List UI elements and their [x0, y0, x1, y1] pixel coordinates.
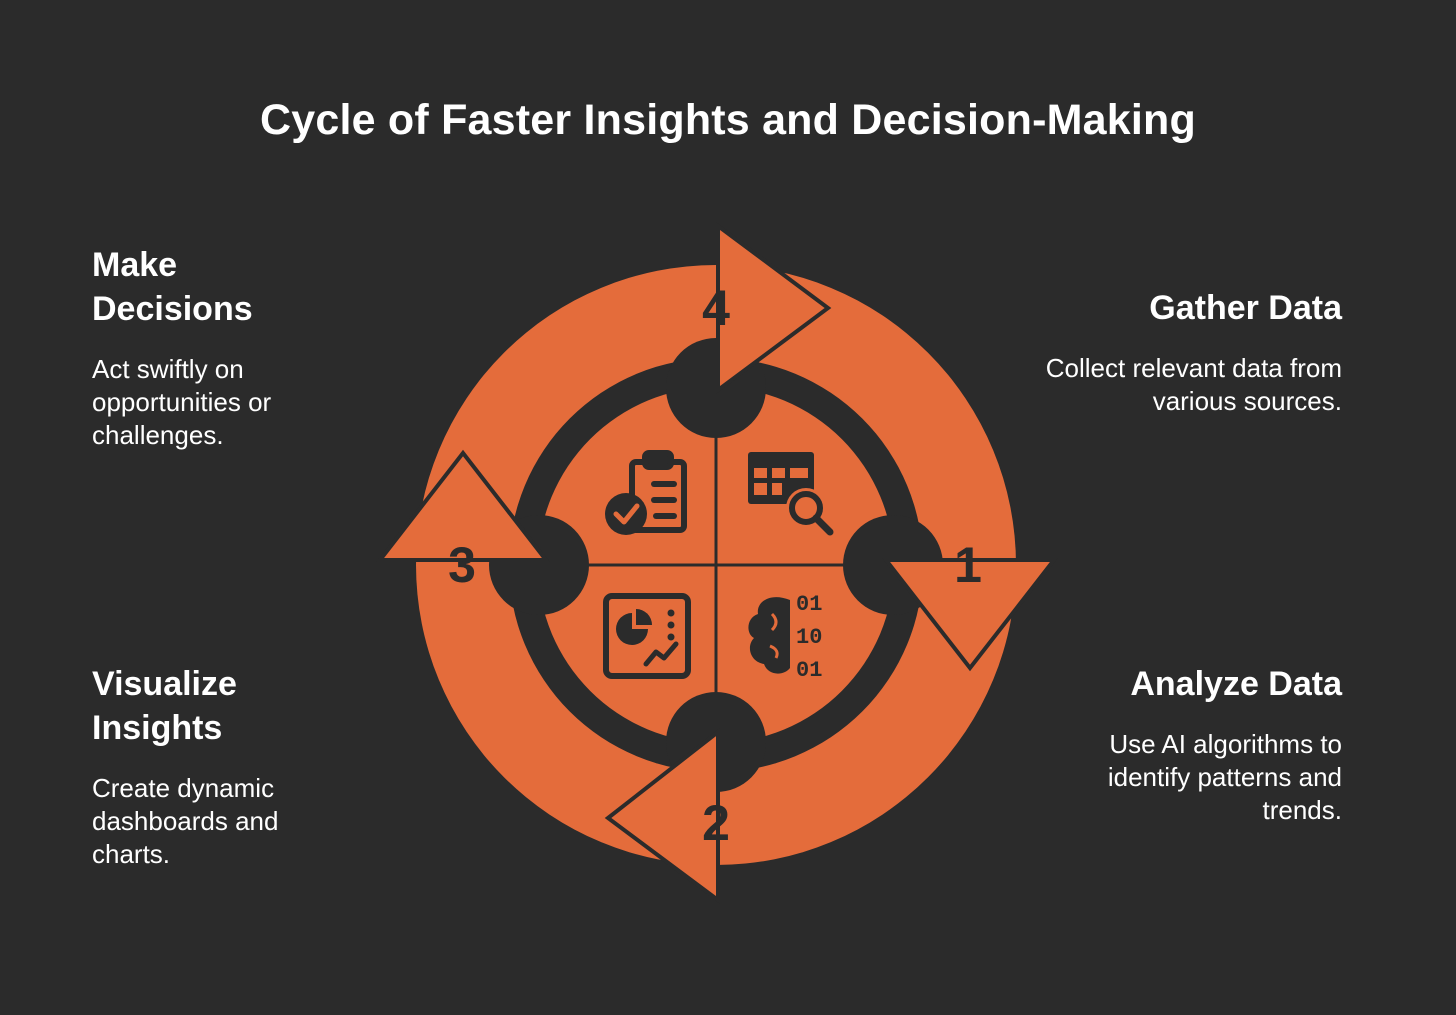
step-heading: Analyze Data	[1130, 665, 1342, 703]
step-gather-data: Gather Data Collect relevant data from v…	[1042, 286, 1342, 418]
step-description: Use AI algorithms to identify patterns a…	[1107, 729, 1342, 825]
brain-binary-icon: 01 10 01	[748, 592, 822, 683]
svg-text:01: 01	[796, 592, 822, 617]
step-heading: Gather Data	[1149, 289, 1342, 327]
arrowhead-3-up	[375, 449, 551, 562]
step-description: Act swiftly on opportunities or challeng…	[92, 354, 272, 450]
clipboard-check-icon	[605, 450, 687, 535]
dashboard-chart-icon	[603, 593, 691, 679]
arrowhead-4-right	[716, 222, 832, 394]
step-number-4: 4	[702, 280, 730, 336]
step-description: Create dynamic dashboards and charts.	[92, 773, 279, 869]
step-analyze-data: Analyze Data Use AI algorithms to identi…	[1042, 662, 1342, 827]
arrowhead-2-left	[604, 727, 720, 904]
step-number-3: 3	[448, 537, 476, 593]
svg-text:01: 01	[796, 658, 822, 683]
table-search-icon	[748, 452, 834, 536]
svg-text:10: 10	[796, 625, 822, 650]
step-heading: Make Decisions	[92, 246, 253, 328]
arrowhead-1-down	[881, 558, 1059, 672]
step-visualize-insights: Visualize Insights Create dynamic dashbo…	[92, 662, 332, 871]
step-heading: Visualize Insights	[92, 665, 237, 747]
step-number-2: 2	[702, 795, 730, 851]
page-title: Cycle of Faster Insights and Decision-Ma…	[260, 96, 1196, 144]
step-number-1: 1	[954, 537, 982, 593]
step-make-decisions: Make Decisions Act swiftly on opportunit…	[92, 243, 332, 452]
step-description: Collect relevant data from various sourc…	[1045, 353, 1342, 416]
